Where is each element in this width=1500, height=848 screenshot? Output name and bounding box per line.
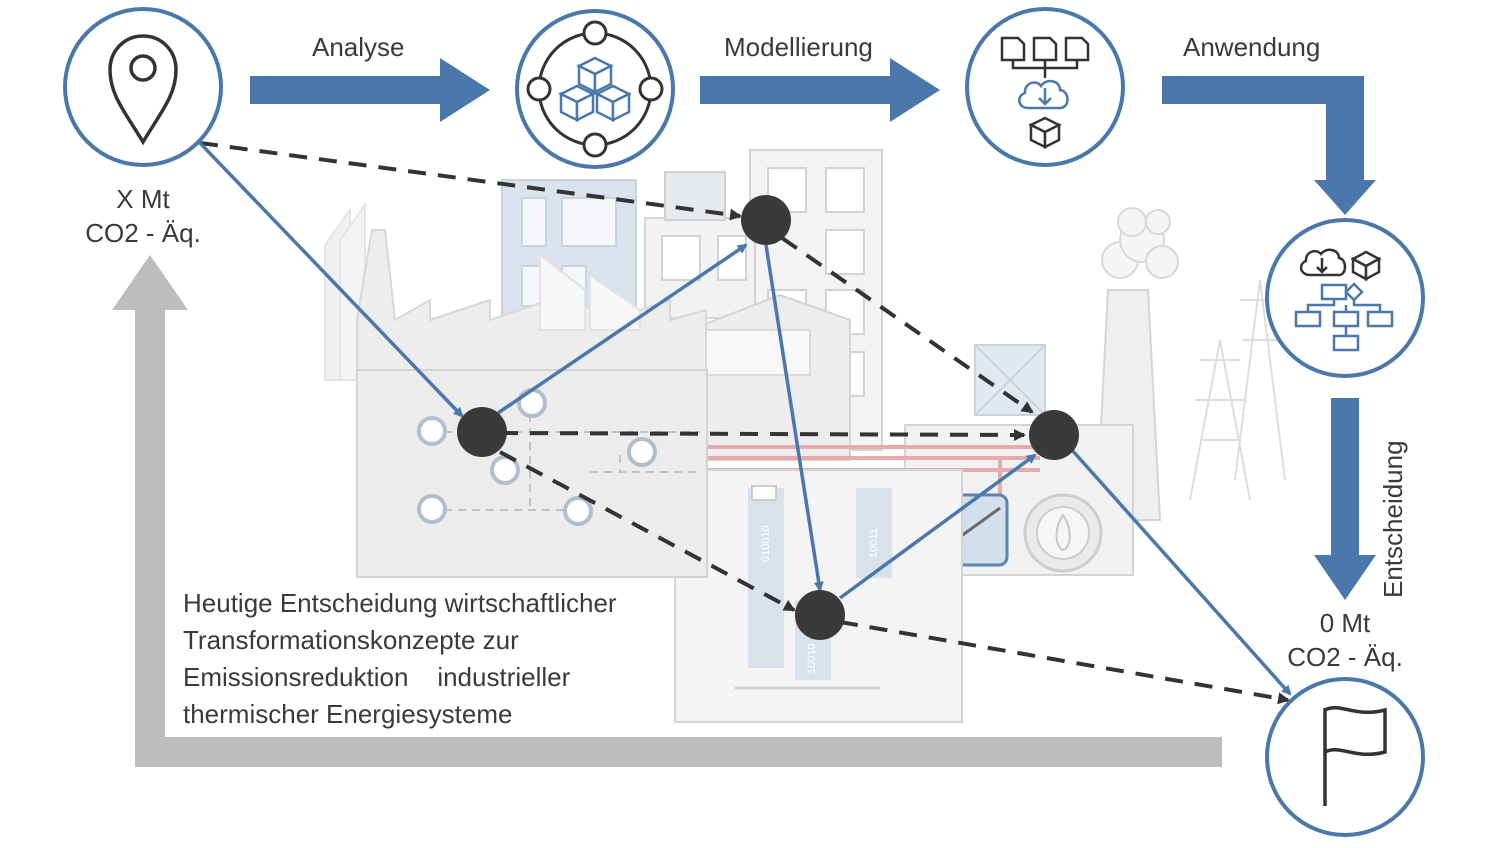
decision-nodes <box>457 195 1079 640</box>
step-label-modellierung: Modellierung <box>724 32 873 62</box>
process-arrows <box>250 58 1376 600</box>
smoke-cloud <box>1101 207 1179 279</box>
flame-icon <box>1055 513 1071 552</box>
node-1 <box>741 195 791 245</box>
start-amount: X Mt <box>116 184 170 214</box>
cloud-flowchart-icon <box>1294 248 1394 352</box>
description-line: thermischer Energiesysteme <box>183 699 513 729</box>
step-label-entscheidung: Entscheidung <box>1378 440 1408 598</box>
start-circle <box>63 7 223 167</box>
binary-label: 10010 <box>806 643 818 674</box>
cubes-network-icon <box>526 20 664 158</box>
start-emissions: X Mt CO2 - Äq. <box>72 182 214 250</box>
step-label-anwendung: Anwendung <box>1183 32 1321 62</box>
goal-unit: CO2 - Äq. <box>1287 642 1403 672</box>
arrow-modellierung <box>700 58 940 122</box>
step-label-analyse: Analyse <box>312 32 405 62</box>
binary-label: 010010 <box>760 525 772 562</box>
location-pin-icon <box>108 34 178 146</box>
power-pylons <box>1189 279 1286 501</box>
modellierung-circle <box>965 7 1125 167</box>
industrial-background <box>324 149 1286 723</box>
description-text: Heutige Entscheidung wirtschaftlicher Tr… <box>183 585 617 733</box>
feedback-arrow <box>135 300 1222 767</box>
arrow-entscheidung <box>1314 398 1376 600</box>
solid-paths <box>198 141 1292 696</box>
feedback-arrow-head <box>112 255 188 310</box>
documents-cloud-cube-icon <box>1000 36 1090 150</box>
start-unit: CO2 - Äq. <box>85 218 201 248</box>
description-line: Heutige Entscheidung wirtschaftlicher <box>183 588 617 618</box>
goal-emissions: 0 Mt CO2 - Äq. <box>1270 606 1420 674</box>
analyse-circle <box>515 9 675 169</box>
node-4 <box>795 590 845 640</box>
arrow-analyse <box>250 58 490 122</box>
node-2 <box>457 407 507 457</box>
goal-amount: 0 Mt <box>1319 608 1371 638</box>
description-line: Emissionsreduktion industrieller <box>183 662 571 692</box>
binary-label: 10011 <box>868 528 880 558</box>
description-line: Transformationskonzepte zur <box>183 625 519 655</box>
flag-icon <box>1323 705 1387 806</box>
factory <box>324 201 708 578</box>
dashed-paths <box>199 141 1290 705</box>
node-3 <box>1029 410 1079 460</box>
anwendung-circle <box>1265 218 1425 378</box>
arrow-anwendung <box>1162 76 1376 215</box>
goal-circle <box>1265 677 1425 837</box>
